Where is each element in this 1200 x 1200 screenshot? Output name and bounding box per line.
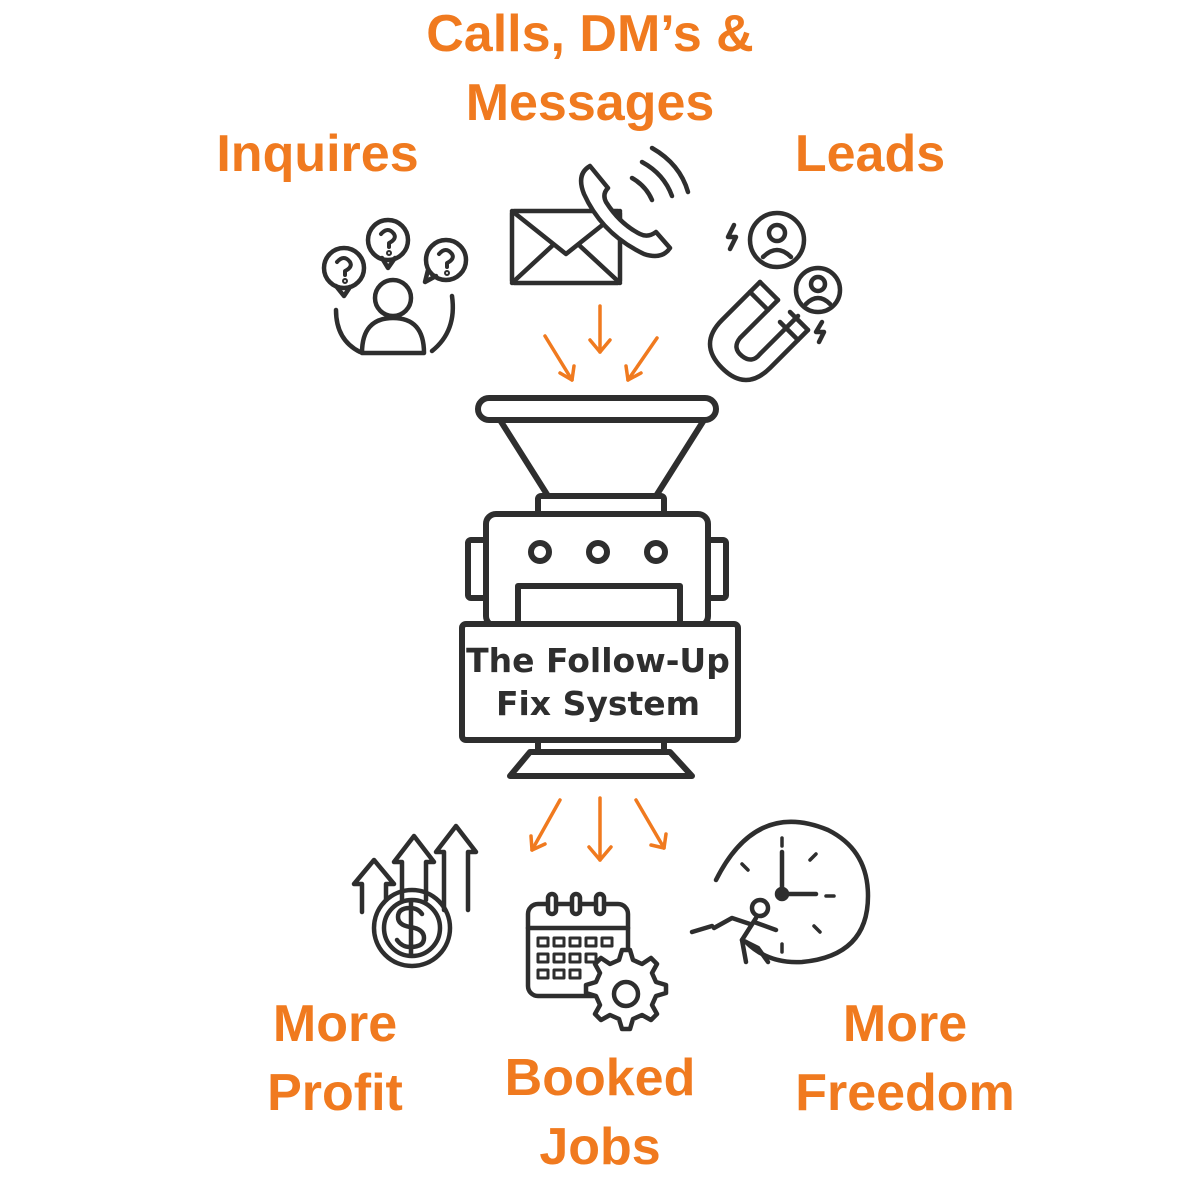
input-arrows — [543, 304, 659, 382]
magnet-leads-icon — [707, 210, 843, 383]
label-more-profit: More Profit — [235, 990, 435, 1127]
profit-growth-icon — [351, 823, 479, 969]
label-booked-jobs: Booked Jobs — [480, 1044, 720, 1181]
label-freedom-line-1: More — [842, 995, 968, 1053]
machine-label-line-1: The Follow-Up — [466, 641, 730, 680]
label-more-freedom: More Freedom — [770, 990, 1040, 1127]
label-booked-line-1: Booked — [504, 1049, 696, 1107]
label-profit-line-1: More — [272, 995, 398, 1053]
machine-label-line-2: Fix System — [495, 683, 701, 723]
label-leads: Leads — [794, 125, 946, 183]
label-freedom-line-2: Freedom — [795, 1063, 1015, 1122]
label-calls-line-1: Calls, DM’s & — [426, 5, 754, 63]
envelope-phone-icon — [509, 145, 691, 286]
inquiry-person-icon — [321, 217, 469, 356]
clock-runner-icon — [689, 819, 871, 965]
label-booked-line-2: Jobs — [539, 1117, 661, 1176]
follow-up-machine-icon — [459, 395, 741, 779]
label-inquires: Inquires — [216, 125, 419, 183]
label-calls-dms-messages: Calls, DM’s & Messages — [390, 0, 790, 137]
calendar-gear-icon — [525, 891, 669, 1032]
label-calls-line-2: Messages — [465, 73, 715, 132]
label-profit-line-2: Profit — [267, 1063, 403, 1122]
output-arrows — [529, 796, 668, 862]
machine-label: The Follow-Up Fix System — [458, 640, 738, 726]
